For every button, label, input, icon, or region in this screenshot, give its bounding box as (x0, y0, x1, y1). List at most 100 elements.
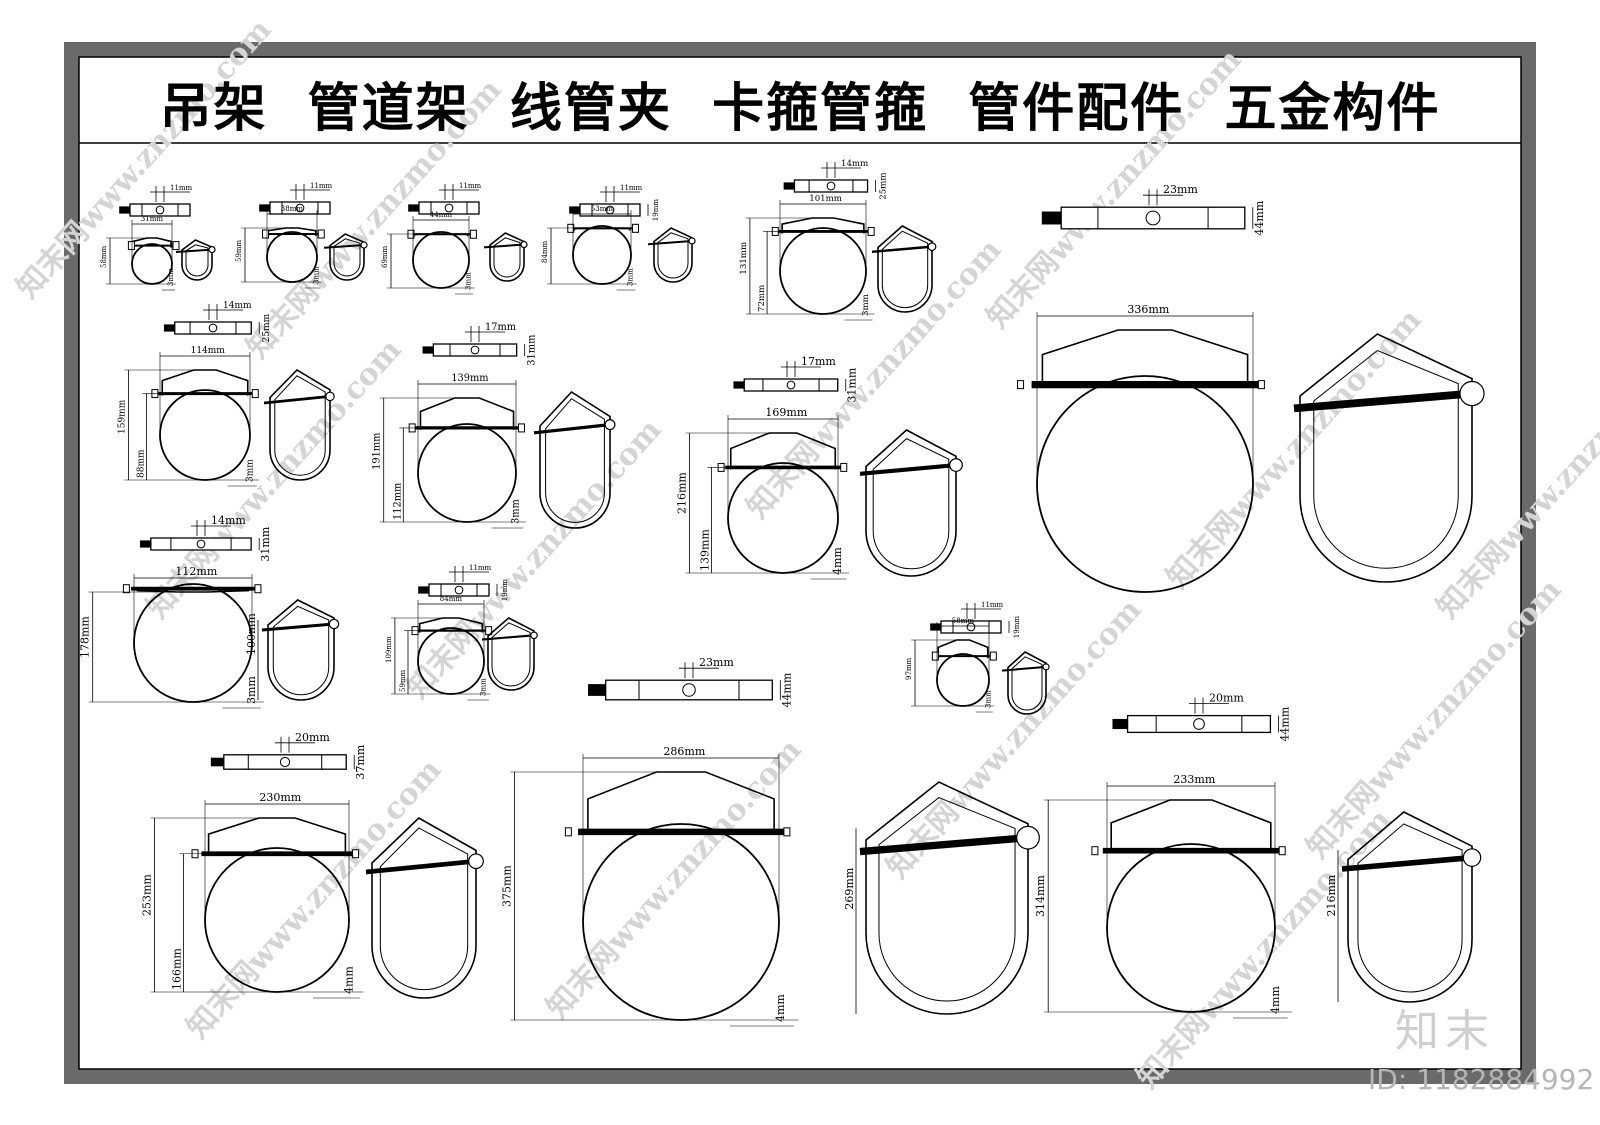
bolt-hole (208, 323, 218, 333)
side-height-label: 100mm (245, 613, 258, 655)
nut (931, 651, 939, 661)
rod-size-label: 20mm (1209, 692, 1244, 705)
thickness-label: 3mm (167, 268, 175, 286)
iso-bolt (261, 622, 335, 632)
rod-size-label: 11mm (469, 564, 492, 572)
width-label: 44mm (430, 211, 453, 219)
iso-strap-outer (329, 233, 365, 281)
thickness-label: 3mm (464, 272, 472, 290)
lower-height-label: 139mm (699, 529, 712, 571)
iso-bolt (859, 834, 1029, 856)
rod-height-label: 44mm (1253, 200, 1266, 235)
thickness-label: 3mm (312, 266, 320, 284)
bolt-hole (966, 622, 976, 632)
clamp-top-body (1060, 206, 1246, 230)
rod-size-label: 14mm (841, 159, 868, 169)
width-label: 230mm (259, 791, 301, 804)
bolt-thread (418, 586, 429, 594)
bolt-thread (1041, 211, 1062, 225)
rod-height-label: 31mm (259, 526, 272, 561)
iso-nut (1459, 380, 1485, 407)
thickness-label: 3mm (510, 498, 521, 524)
iso-nut (604, 419, 616, 431)
rod-size-label: 23mm (699, 656, 734, 669)
rod-size-label: 17mm (485, 322, 517, 333)
bolt-thread (210, 757, 224, 767)
nut (1278, 846, 1286, 856)
rod-height-label: 19mm (1013, 616, 1021, 639)
side-height-label: 216mm (1325, 874, 1338, 916)
iso-bolt (323, 244, 365, 249)
nut (567, 223, 575, 233)
iso-nut (1042, 663, 1050, 671)
iso-strap-outer (865, 781, 1029, 1015)
width-label: 31mm (141, 215, 164, 223)
iso-bolt (1001, 665, 1047, 672)
bolt-thread (408, 204, 419, 212)
top-view: 14mm 31mm (140, 514, 272, 562)
rod-size-label: 11mm (310, 182, 333, 190)
iso-nut (688, 237, 696, 245)
thickness-label: 3mm (245, 459, 255, 482)
clamp-top-body (605, 679, 773, 701)
iso-strap-inner (545, 398, 605, 523)
top-view: 11mm (408, 182, 482, 215)
iso-nut (927, 242, 937, 252)
iso-strap-outer (487, 617, 535, 691)
isometric-view: 216mm (1325, 811, 1482, 1003)
iso-strap-inner (878, 796, 1016, 1002)
height-label: 109mm (385, 636, 393, 663)
bolt-thread (930, 623, 941, 631)
iso-strap-inner (491, 622, 531, 687)
clamp-top-body (432, 343, 518, 357)
width-label: 286mm (663, 745, 705, 758)
iso-bolt (481, 634, 535, 641)
iso-strap-outer (489, 232, 525, 282)
nut (1091, 846, 1099, 856)
height-label: 253mm (141, 874, 154, 916)
bolt-hole (786, 380, 796, 390)
iso-strap-inner (379, 827, 469, 991)
width-label: 38mm (281, 205, 304, 213)
rod-size-label: 14mm (211, 514, 246, 527)
iso-strap-outer (865, 429, 957, 577)
bolt-thread (733, 381, 745, 389)
bolt-hole (196, 539, 206, 549)
nut (783, 827, 791, 837)
iso-strap-outer (653, 227, 693, 283)
isometric-view (1001, 651, 1050, 715)
iso-strap-outer (1007, 651, 1047, 715)
iso-bolt (647, 239, 693, 246)
image-id: ID: 1182884992 (1368, 1063, 1595, 1096)
iso-strap-outer (181, 239, 213, 281)
rod-size-label: 20mm (295, 731, 330, 744)
hanger-strap (781, 217, 865, 234)
width-label: 58mm (952, 617, 975, 625)
iso-nut (328, 618, 340, 630)
iso-strap-inner (1313, 349, 1459, 569)
iso-strap-inner (272, 605, 330, 696)
rod-height-label: 44mm (1278, 706, 1291, 741)
hanger-strap (1110, 799, 1272, 853)
rod-height-label: 37mm (354, 744, 367, 779)
iso-nut (325, 391, 335, 402)
thickness-label: 3mm (861, 294, 871, 316)
isometric-view (481, 617, 538, 691)
height-label: 97mm (905, 657, 913, 680)
side-height-label: 269mm (843, 867, 856, 909)
iso-strap-inner (185, 244, 209, 277)
isometric-view (263, 368, 335, 481)
width-label: 336mm (1127, 303, 1169, 316)
